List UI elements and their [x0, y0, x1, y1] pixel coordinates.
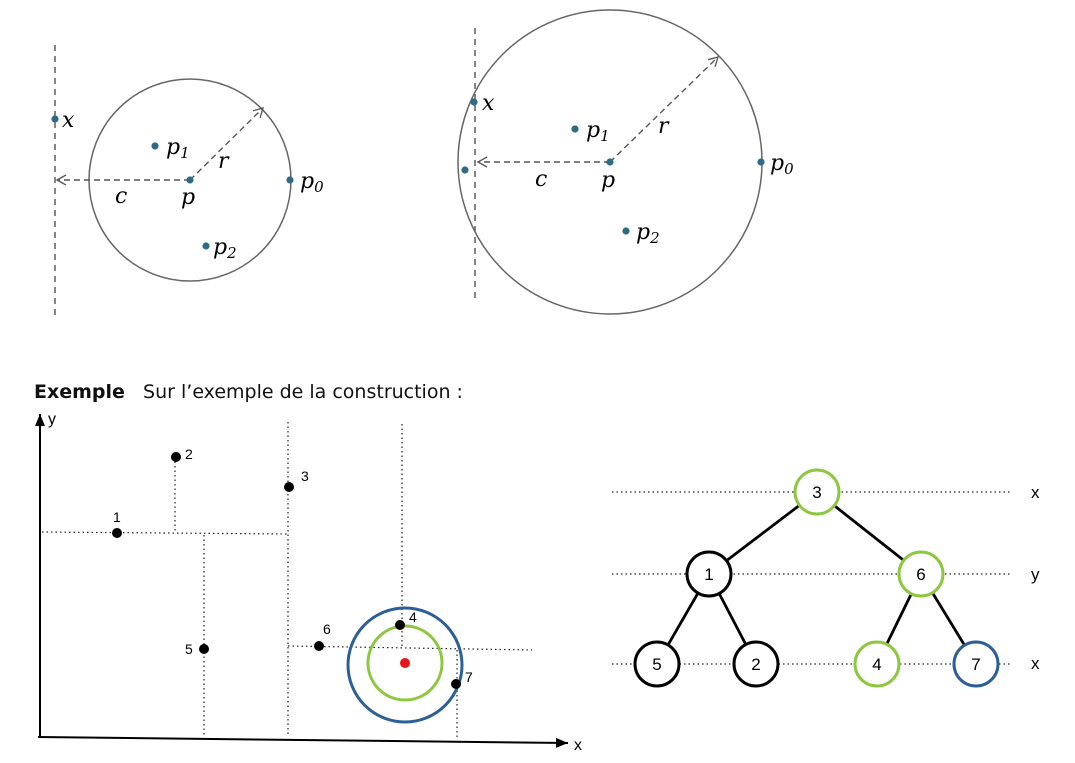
plane-label-3: 3: [301, 468, 309, 484]
point-p1: [571, 125, 579, 133]
label-x: x: [482, 91, 495, 116]
tree-nodes: 3 1 6 5 2 4 7: [633, 468, 1000, 688]
point-intersection: [461, 166, 469, 174]
plane-label-7: 7: [465, 669, 473, 685]
plane-point-7: [451, 679, 461, 689]
plane-point-5: [199, 644, 209, 654]
level-label-0: x: [1031, 483, 1040, 502]
plane-point-6: [314, 641, 324, 651]
label-p: p: [181, 185, 195, 210]
radius-arrow: [189, 107, 264, 181]
plane-point-3: [284, 482, 294, 492]
figure-1-small-circle: x p1 r p c p0 p2: [51, 45, 324, 318]
tree-node-3: [793, 468, 841, 516]
label-p2: p2: [636, 220, 660, 247]
figure-2-large-circle: x p1 r p c p0 p2: [457, 9, 794, 315]
point-p: [186, 176, 194, 184]
plane-point-1: [112, 528, 122, 538]
plane-label-5: 5: [185, 641, 193, 657]
point-x: [51, 115, 59, 123]
label-c: c: [115, 184, 127, 209]
tree-node-4: [853, 640, 901, 688]
tree-node-label-2: 2: [751, 655, 760, 674]
tree-node-1: [685, 550, 733, 598]
tree-node-label-6: 6: [916, 565, 925, 584]
blue-search-circle: [346, 606, 464, 724]
query-point: [400, 658, 410, 668]
point-p0: [757, 158, 765, 166]
plane-label-1: 1: [113, 509, 121, 525]
label-c: c: [535, 167, 547, 192]
x-axis-label: x: [574, 737, 582, 754]
label-r: r: [218, 149, 230, 174]
level-label-2: x: [1031, 654, 1040, 673]
x-axis: [37, 736, 569, 748]
tree-node-label-1: 1: [704, 565, 713, 584]
tree-node-label-3: 3: [812, 483, 821, 502]
point-p2: [202, 242, 210, 250]
tree-node-label-7: 7: [971, 655, 980, 674]
tree-node-label-5: 5: [652, 655, 661, 674]
example-title: Exemple: [34, 381, 125, 403]
level-label-1: y: [1031, 565, 1040, 584]
plane-label-6: 6: [323, 621, 331, 637]
kd-tree: x y x 3 1 6 5 2 4 7: [612, 468, 1040, 688]
level-lines: [612, 491, 1012, 665]
label-p1: p1: [586, 118, 610, 145]
point-p1: [151, 142, 159, 150]
partition-lines: [41, 422, 533, 737]
label-p1: p1: [166, 135, 190, 162]
example-heading: Exemple Sur l’exemple de la construction…: [34, 381, 463, 403]
point-p: [606, 158, 614, 166]
plane-label-2: 2: [185, 446, 193, 462]
tree-node-label-4: 4: [872, 655, 881, 674]
label-p0: p0: [300, 169, 324, 196]
label-x: x: [62, 108, 75, 133]
green-search-circle: [366, 624, 444, 702]
tree-node-5: [633, 640, 681, 688]
label-p0: p0: [770, 151, 794, 178]
label-r: r: [658, 114, 670, 139]
tree-node-2: [732, 640, 780, 688]
plane-point-4: [395, 620, 405, 630]
tree-node-7: [952, 640, 1000, 688]
label-p2: p2: [213, 235, 237, 262]
label-p: p: [601, 168, 615, 193]
point-p0: [286, 176, 294, 184]
tree-node-6: [897, 550, 945, 598]
y-axis-label: y: [48, 411, 56, 428]
point-p2: [622, 227, 630, 235]
kd-plane: y x 1 2 3 4 5 6 7: [35, 411, 582, 754]
radius-arrow: [609, 56, 719, 163]
plane-point-2: [171, 452, 181, 462]
example-text: Sur l’exemple de la construction :: [143, 381, 463, 403]
point-x: [470, 98, 478, 106]
plane-label-4: 4: [409, 609, 417, 625]
